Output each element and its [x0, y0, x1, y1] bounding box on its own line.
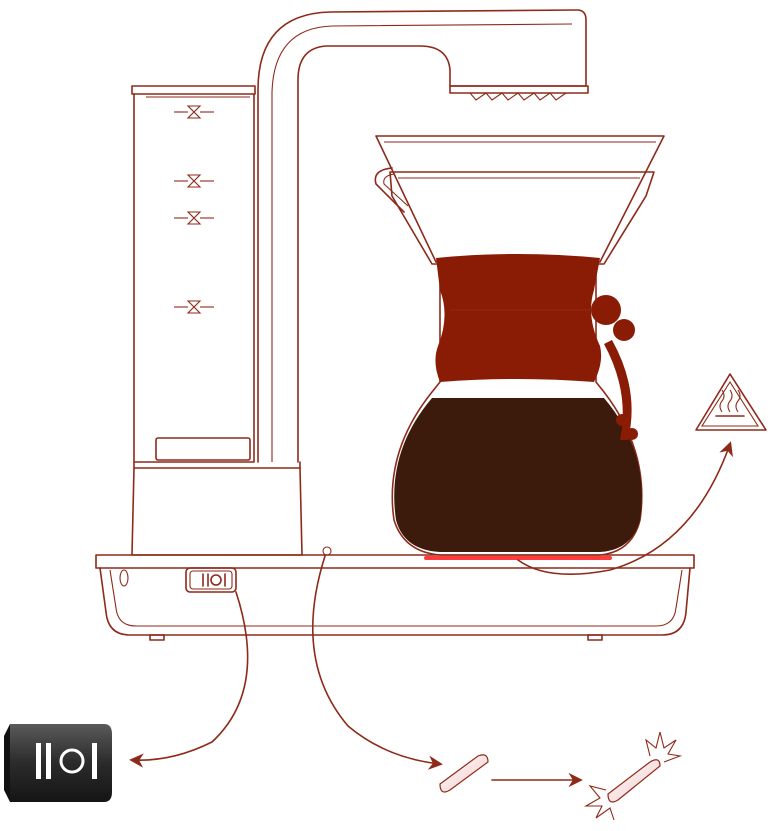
arrow-to-heating-element — [311, 555, 443, 770]
callout-arrows — [129, 441, 733, 788]
carafe — [374, 135, 665, 556]
arrow-to-switch-detail — [129, 591, 249, 768]
spout-arm — [257, 9, 589, 463]
heating-element-icon — [439, 754, 489, 793]
water-reservoir — [131, 85, 303, 556]
glow-element-sparking-icon — [583, 731, 683, 821]
power-switch-icon — [4, 724, 112, 802]
reservoir-level-marks — [174, 105, 214, 314]
hot-surface-warning-icon — [695, 373, 767, 431]
arrow-to-warning — [517, 441, 733, 575]
heater-glow — [424, 556, 612, 560]
base-unit — [95, 546, 695, 641]
power-switch — [185, 567, 237, 593]
